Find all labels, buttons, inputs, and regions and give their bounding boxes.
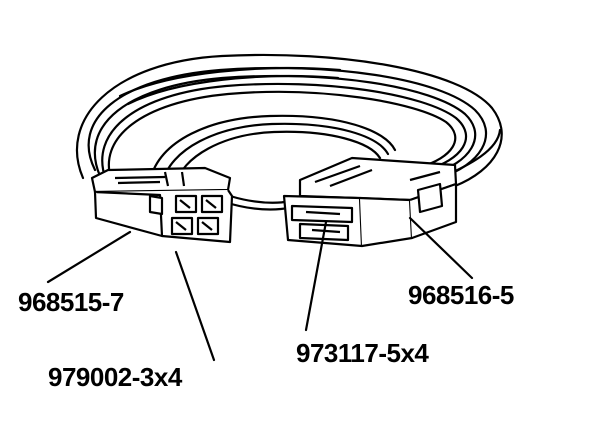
part-number-left-terminal: 979002-3x4 bbox=[48, 362, 182, 392]
right-connector-shape bbox=[282, 156, 458, 248]
part-number-right-terminal: 973117-5x4 bbox=[296, 338, 429, 368]
leader-left-terminal bbox=[174, 250, 216, 362]
leader-left-connector bbox=[46, 230, 132, 284]
left-connector-shape bbox=[90, 166, 234, 244]
part-number-right-connector: 968516-5 bbox=[408, 280, 514, 310]
part-number-left-connector: 968515-7 bbox=[18, 287, 124, 317]
leader-lines bbox=[46, 216, 474, 362]
leader-right-connector bbox=[408, 216, 474, 280]
cable-loop bbox=[76, 53, 503, 211]
leader-right-terminal bbox=[304, 220, 328, 332]
